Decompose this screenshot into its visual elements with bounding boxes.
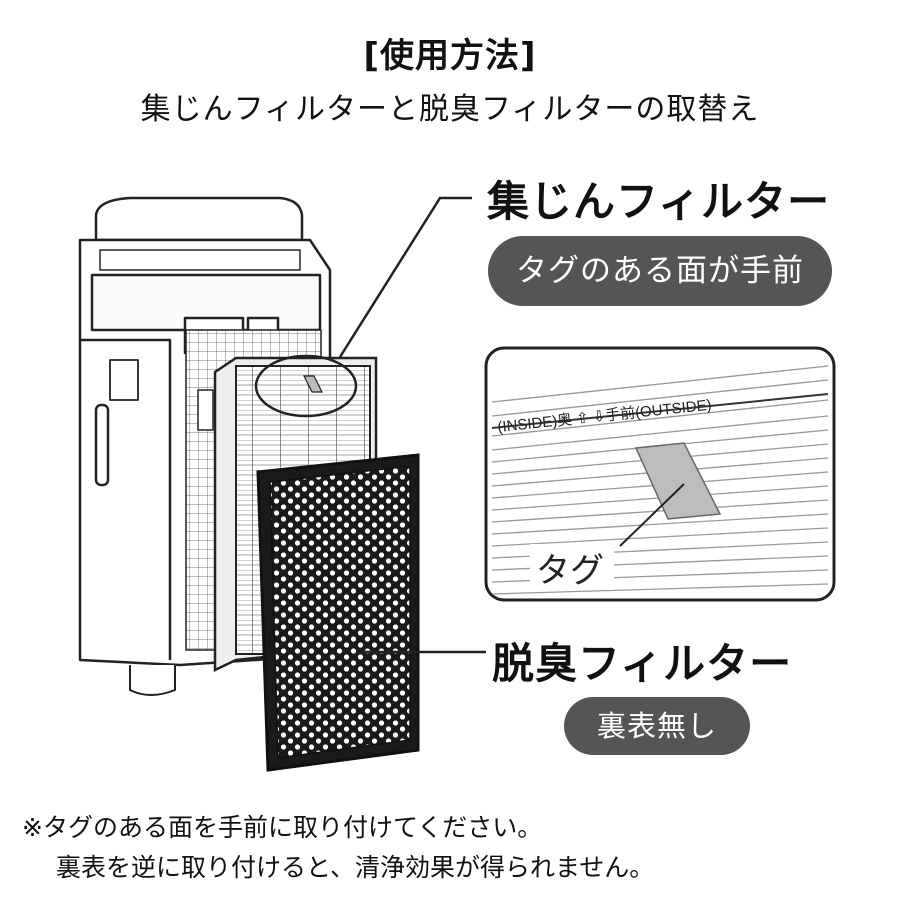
note-line-2: 裏表を逆に取り付けると、清浄効果が得られません。 <box>56 853 655 882</box>
dust-filter-leader-line <box>338 196 472 358</box>
page-subtitle: 集じんフィルターと脱臭フィルターの取替え <box>140 92 760 127</box>
deodorizing-filter-panel <box>256 453 420 772</box>
tag-shape <box>634 442 722 520</box>
page-title: [使用方法] <box>363 36 537 76</box>
note-line-1: ※タグのある面を手前に取り付けてください。 <box>22 813 543 842</box>
tag-label: タグ <box>536 552 604 590</box>
deodorizing-filter-badge: 裏表無し <box>564 697 750 755</box>
dust-filter-heading: 集じんフィルター <box>487 177 831 226</box>
tag-detail-callout: (INSIDE)奥 ⇧ ⇩手前(OUTSIDE) タグ <box>484 346 836 602</box>
deodorizing-filter-heading: 脱臭フィルター <box>492 639 793 688</box>
tag-pointer-line <box>619 483 685 547</box>
dust-filter-badge: タグのある面が手前 <box>488 236 832 306</box>
